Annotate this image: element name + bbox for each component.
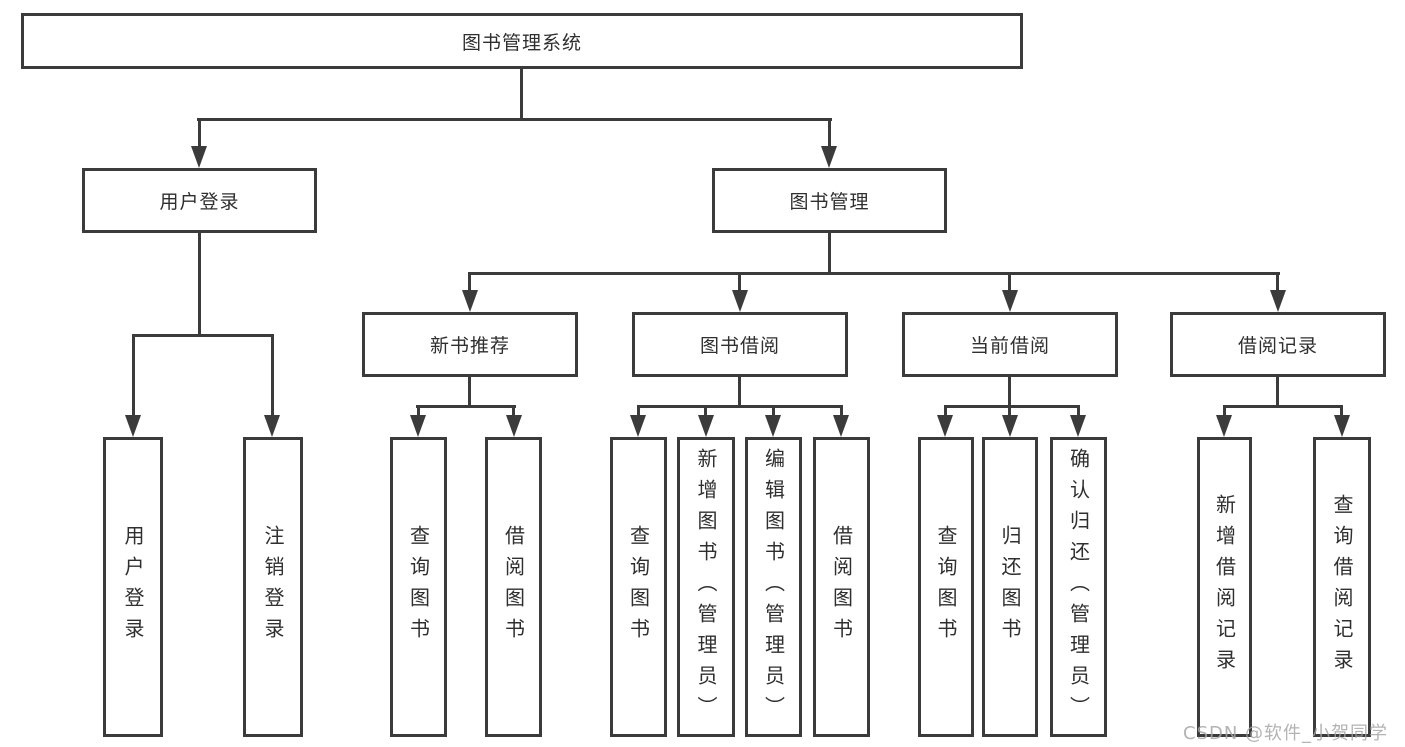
connector-line [198, 233, 201, 337]
arrowhead-icon [506, 415, 522, 437]
node-library-system: 图书管理系统 [21, 13, 1023, 69]
arrowhead-icon [191, 146, 207, 168]
connector-line [132, 334, 135, 420]
node-label: 用户登录 [121, 525, 145, 649]
connector-line [1276, 272, 1279, 295]
node-query-books-borrow: 查询图书 [610, 437, 667, 737]
connector-line [1340, 405, 1343, 420]
node-label: 编辑图书（管理员） [761, 447, 786, 727]
arrowhead-icon [765, 415, 781, 437]
node-label: 查询图书 [406, 525, 431, 649]
node-confirm-return-admin: 确认归还（管理员） [1050, 437, 1107, 737]
node-edit-book-admin: 编辑图书（管理员） [745, 437, 802, 737]
node-label: 归还图书 [998, 525, 1022, 649]
connector-line [1223, 405, 1226, 420]
node-borrow-books-borrow: 借阅图书 [813, 437, 870, 737]
node-logout: 注销登录 [243, 437, 303, 737]
connector-line [416, 405, 516, 408]
node-current-borrow: 当前借阅 [902, 312, 1118, 377]
arrowhead-icon [1002, 290, 1018, 312]
node-label: 查询图书 [626, 525, 651, 649]
arrowhead-icon [410, 415, 426, 437]
arrowhead-icon [821, 146, 837, 168]
connector-line [512, 405, 515, 420]
connector-line [468, 272, 1280, 275]
node-label: 注销登录 [261, 525, 285, 649]
arrowhead-icon [1216, 415, 1232, 437]
node-add-book-admin: 新增图书（管理员） [677, 437, 735, 737]
node-label: 图书借阅 [699, 335, 780, 357]
arrowhead-icon [1270, 290, 1286, 312]
arrowhead-icon [125, 415, 141, 437]
connector-line [738, 272, 741, 295]
node-query-borrow-record: 查询借阅记录 [1313, 437, 1371, 737]
node-borrow-records: 借阅记录 [1170, 312, 1386, 377]
node-return-book: 归还图书 [982, 437, 1038, 737]
node-label: 新书推荐 [429, 335, 510, 357]
node-label: 借阅图书 [501, 525, 526, 649]
arrowhead-icon [1002, 415, 1018, 437]
arrowhead-icon [1070, 415, 1086, 437]
connector-line [840, 405, 843, 420]
arrowhead-icon [462, 290, 478, 312]
node-label: 用户登录 [159, 191, 240, 213]
connector-line [944, 405, 947, 420]
connector-line [637, 405, 843, 408]
connector-line [468, 377, 471, 408]
node-book-borrow: 图书借阅 [632, 312, 848, 377]
connector-line [132, 334, 274, 337]
connector-line [828, 118, 831, 150]
csdn-watermark: CSDN @软件_小贺同学 [1183, 723, 1389, 744]
connector-line [828, 233, 831, 275]
connector-line [271, 334, 274, 420]
connector-line [1077, 405, 1080, 420]
node-book-management: 图书管理 [712, 168, 947, 233]
node-user-login: 用户登录 [82, 168, 317, 233]
node-label: 查询图书 [934, 525, 958, 649]
connector-line [944, 405, 1080, 408]
arrowhead-icon [698, 415, 714, 437]
connector-line [1008, 377, 1011, 408]
node-add-borrow-record: 新增借阅记录 [1197, 437, 1252, 737]
connector-line [637, 405, 640, 420]
connector-line [468, 272, 471, 295]
connector-line [417, 405, 420, 420]
node-query-books-recommend: 查询图书 [390, 437, 447, 737]
node-label: 新增图书（管理员） [694, 447, 718, 727]
connector-line [704, 405, 707, 420]
node-label: 图书管理系统 [461, 31, 582, 54]
connector-line [198, 118, 201, 150]
node-new-book-recommend: 新书推荐 [362, 312, 578, 377]
connector-line [1008, 272, 1011, 295]
connector-line [1223, 405, 1343, 408]
node-label: 新增借阅记录 [1212, 494, 1237, 680]
node-label: 借阅记录 [1237, 335, 1318, 357]
arrowhead-icon [833, 415, 849, 437]
node-label: 当前借阅 [969, 335, 1050, 357]
node-query-books-current: 查询图书 [918, 437, 974, 737]
connector-line [520, 68, 523, 120]
node-label: 借阅图书 [829, 525, 854, 649]
arrowhead-icon [732, 290, 748, 312]
connector-line [772, 405, 775, 420]
arrowhead-icon [630, 415, 646, 437]
connector-line [197, 118, 832, 121]
arrowhead-icon [1334, 415, 1350, 437]
arrowhead-icon [264, 415, 280, 437]
connector-line [738, 377, 741, 408]
node-label: 图书管理 [789, 191, 870, 213]
node-label: 确认归还（管理员） [1066, 447, 1091, 727]
node-user-login-leaf: 用户登录 [103, 437, 163, 737]
connector-line [1276, 377, 1279, 408]
arrowhead-icon [937, 415, 953, 437]
connector-line [1008, 405, 1011, 420]
node-label: 查询借阅记录 [1330, 494, 1354, 680]
node-borrow-books-recommend: 借阅图书 [485, 437, 542, 737]
